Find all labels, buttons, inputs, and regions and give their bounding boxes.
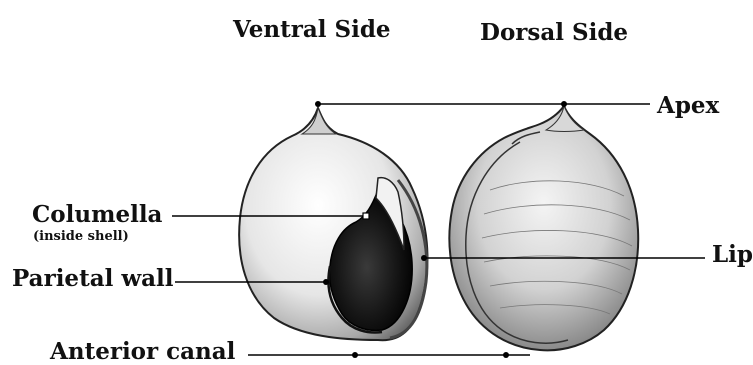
dorsal-shell: [449, 106, 638, 350]
ventral-apex-spire: [302, 108, 336, 134]
anterior-canal-dot-ventral: [352, 352, 358, 358]
apex-dot-dorsal: [561, 101, 567, 107]
apex-dot-ventral: [315, 101, 321, 107]
anterior-canal-dot-dorsal: [503, 352, 509, 358]
parietal-wall-dot: [323, 279, 329, 285]
ventral-shell: [239, 108, 427, 340]
lip-dot: [421, 255, 427, 261]
columella-marker: [363, 213, 369, 219]
